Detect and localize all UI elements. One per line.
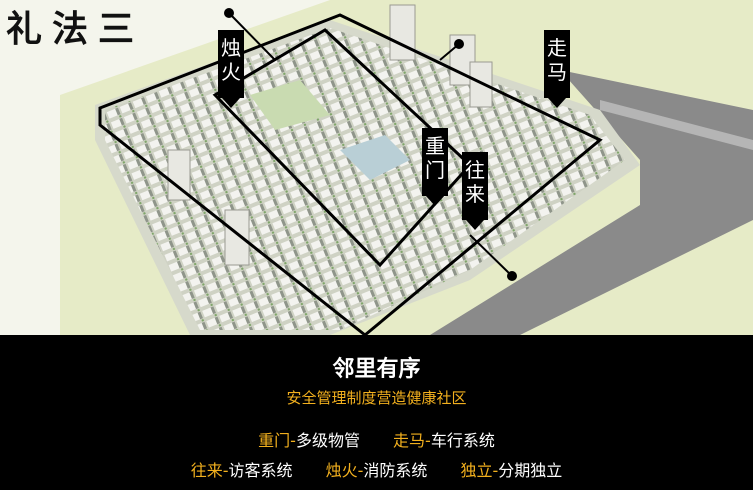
road	[430, 70, 753, 335]
marker-dot	[507, 271, 517, 281]
tower	[167, 149, 191, 201]
feature-item: 往来-访客系统	[190, 461, 293, 480]
tower	[389, 4, 416, 61]
feature-row: 往来-访客系统 烛火-消防系统 独立-分期独立	[0, 457, 753, 481]
panel-heading: 邻里有序	[332, 357, 421, 382]
outer-boundary-line	[98, 13, 603, 337]
tower	[469, 61, 493, 108]
feature-item: 烛火-消防系统	[325, 461, 428, 480]
feature-item: 独立-分期独立	[460, 461, 563, 480]
info-panel: 邻里有序 安全管理制度营造健康社区 重门-多级物管 走马-车行系统 往来-访客系…	[0, 335, 753, 490]
park-area	[250, 80, 330, 130]
label-zhuhuo: 烛火	[218, 30, 244, 108]
label-zouma: 走马	[544, 30, 570, 108]
site-plan-rendering: 礼法三 烛火 走马 重门 往来	[0, 0, 753, 337]
tower	[224, 209, 250, 266]
panel-subtitle: 安全管理制度营造健康社区	[286, 389, 467, 407]
label-zhongmen: 重门	[422, 128, 448, 206]
central-water	[340, 135, 410, 180]
label-wanglai: 往来	[462, 152, 488, 230]
feature-item: 走马-车行系统	[393, 431, 495, 450]
site-plan-graphic	[0, 0, 753, 337]
page-title: 礼法三	[6, 8, 145, 50]
feature-row: 重门-多级物管 走马-车行系统	[0, 427, 753, 451]
marker-dot	[224, 8, 234, 18]
feature-item: 重门-多级物管	[258, 431, 360, 450]
marker-dot	[454, 39, 464, 49]
